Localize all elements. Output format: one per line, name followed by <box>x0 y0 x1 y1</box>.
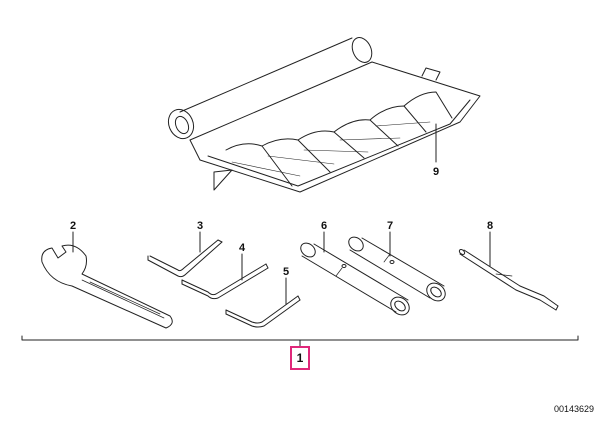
assembly-bracket <box>21 335 579 347</box>
label-4: 4 <box>238 242 246 254</box>
assembly-callout-1[interactable]: 1 <box>290 346 310 370</box>
hex-key-5[interactable] <box>225 295 301 328</box>
hex-key-4[interactable] <box>181 263 269 300</box>
label-5: 5 <box>282 266 290 278</box>
label-6: 6 <box>320 220 328 232</box>
label-9: 9 <box>432 166 440 178</box>
screwdriver[interactable] <box>458 249 559 311</box>
hex-key-3[interactable] <box>147 239 223 278</box>
tool-roll-bag[interactable] <box>164 34 481 193</box>
label-7: 7 <box>386 220 394 232</box>
label-2: 2 <box>69 220 77 232</box>
label-8: 8 <box>486 220 494 232</box>
document-number: 00143629 <box>553 404 594 414</box>
box-spanner-6[interactable] <box>298 240 413 318</box>
open-end-wrench[interactable] <box>41 244 173 329</box>
box-spanner-7[interactable] <box>346 234 449 304</box>
label-3: 3 <box>196 220 204 232</box>
